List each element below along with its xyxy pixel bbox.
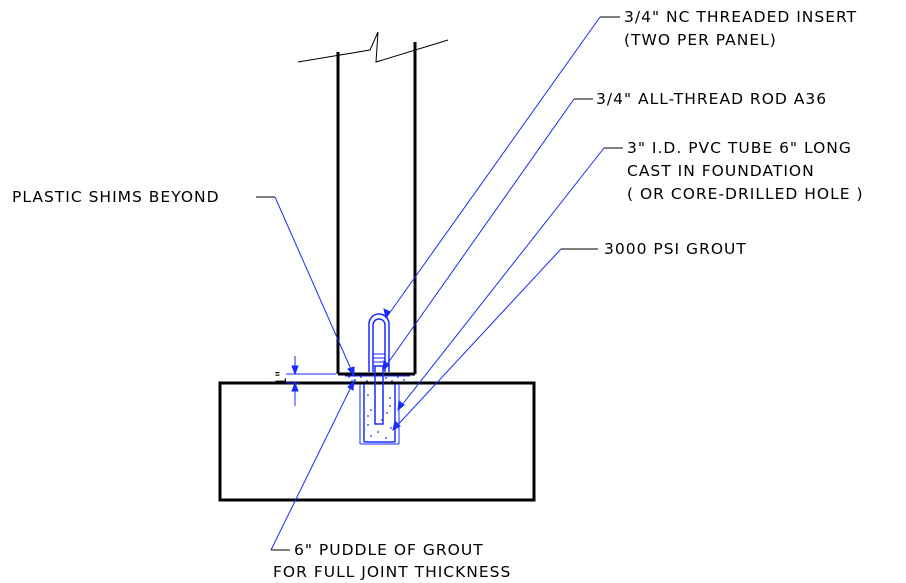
- label-grout: 3000 PSI GROUT: [604, 240, 747, 258]
- leader-insert: [383, 16, 601, 320]
- wall-panel: [297, 31, 449, 376]
- label-pvc-tube-line3: ( OR CORE-DRILLED HOLE ): [627, 185, 864, 203]
- label-pvc-tube-line2: CAST IN FOUNDATION: [627, 162, 815, 180]
- all-thread-rod: [374, 365, 384, 425]
- break-line: [297, 31, 449, 63]
- label-puddle: 6" PUDDLE OF GROUT: [294, 541, 484, 559]
- label-plastic-shims: PLASTIC SHIMS BEYOND: [12, 188, 220, 206]
- label-joint-dimension: 1": [274, 370, 290, 386]
- foundation: [218, 381, 536, 502]
- leader-puddle: [270, 379, 355, 551]
- leader-grout: [392, 248, 562, 431]
- grout-fill-dots: [367, 394, 392, 439]
- leader-tube: [397, 147, 605, 412]
- pvc-tube: [359, 384, 400, 445]
- label-pvc-tube: 3" I.D. PVC TUBE 6" LONG: [627, 139, 852, 157]
- leader-shims: [274, 196, 355, 378]
- label-threaded-insert-note: (TWO PER PANEL): [624, 31, 777, 49]
- joint-dimension: [286, 356, 336, 406]
- grout-joint: [348, 376, 405, 382]
- label-puddle-line2: FOR FULL JOINT THICKNESS: [273, 563, 512, 581]
- leader-rod: [382, 98, 575, 372]
- label-all-thread-rod: 3/4" ALL-THREAD ROD A36: [596, 90, 828, 108]
- label-threaded-insert: 3/4" NC THREADED INSERT: [624, 8, 858, 26]
